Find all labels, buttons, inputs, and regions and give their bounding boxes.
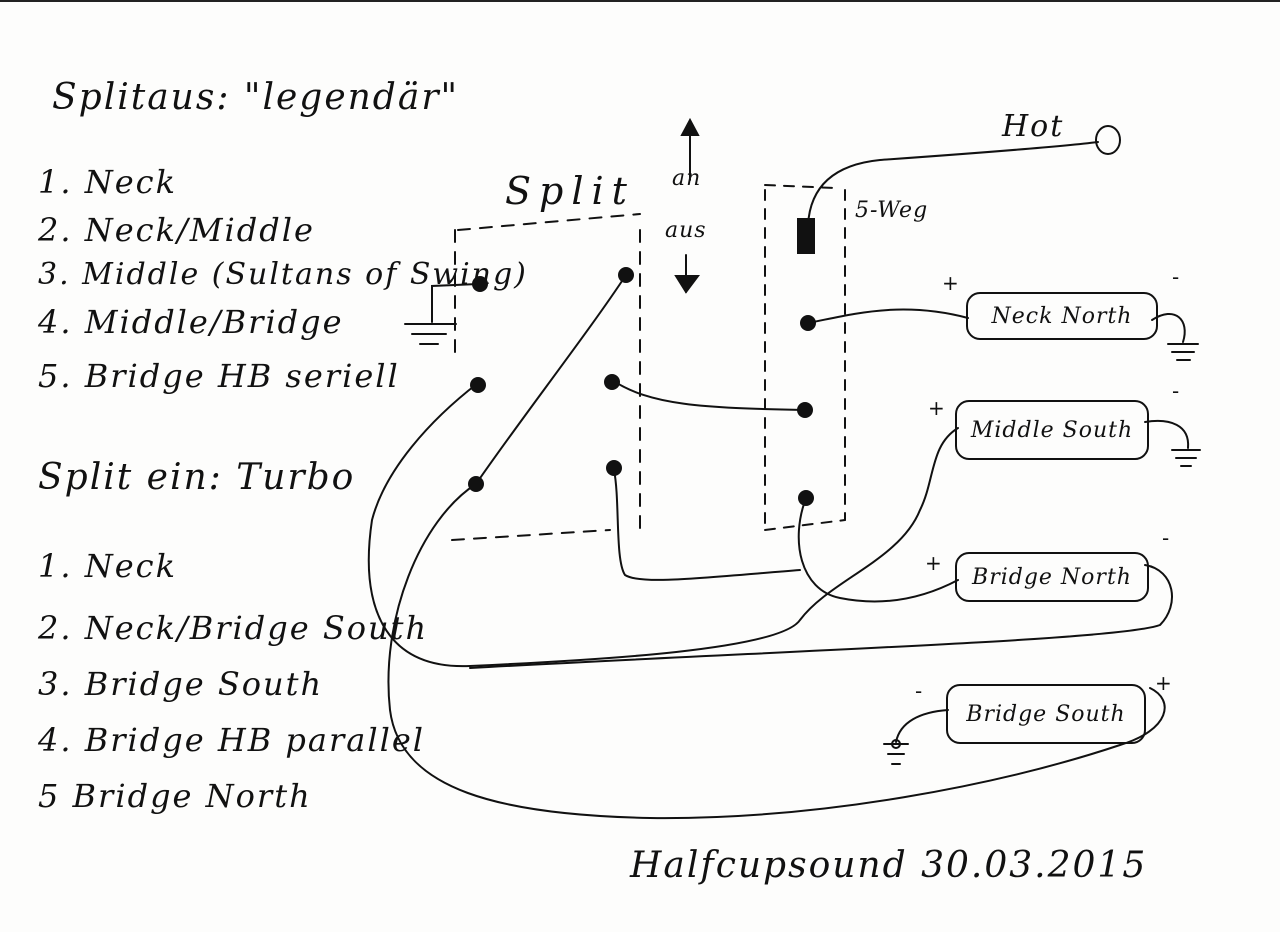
middle-south-plus: +	[928, 396, 945, 420]
pickup-bridge-south: Bridge South	[946, 684, 1146, 744]
bridge-north-minus-wire	[469, 564, 1173, 669]
split-label: Split	[505, 169, 635, 213]
top-edge-line	[0, 0, 1280, 2]
signature: Halfcupsound 30.03.2015	[630, 845, 1148, 886]
split-box-bottom-edge	[451, 529, 611, 541]
middle-south-minus: -	[1172, 379, 1179, 403]
split-bottom-wire	[613, 469, 801, 581]
split-terminal-1	[472, 276, 488, 292]
hot-label: Hot	[1002, 109, 1065, 144]
an-label: an	[672, 166, 702, 191]
neck-north-plus: +	[942, 271, 959, 295]
split-off-item-5: 5. Bridge HB seriell	[38, 357, 400, 395]
switch-terminal-2	[797, 402, 813, 418]
split-diagonal-wire	[475, 274, 627, 485]
neck-north-minus: -	[1172, 265, 1179, 289]
switch-box-top-edge	[764, 184, 836, 189]
an-arrow-head	[680, 117, 700, 136]
split-on-item-2: 2. Neck/Bridge South	[38, 609, 429, 647]
bridge-south-ground-symbol	[883, 743, 909, 765]
neck-north-ground-wire	[1151, 313, 1186, 343]
split-terminal-2	[618, 267, 634, 283]
split-on-item-4: 4. Bridge HB parallel	[38, 721, 425, 759]
bridge-north-wire	[797, 497, 959, 603]
aus-label: aus	[665, 218, 707, 243]
split-off-item-2: 2. Neck/Middle	[38, 211, 315, 249]
split-on-item-3: 3. Bridge South	[38, 665, 324, 703]
aus-arrow-head	[674, 275, 700, 294]
switch-terminal-3	[798, 490, 814, 506]
split-on-item-5: 5 Bridge North	[38, 777, 312, 815]
bridge-south-minus: -	[915, 679, 922, 703]
neck-north-ground-symbol	[1167, 343, 1199, 361]
middle-south-ground-symbol	[1171, 449, 1201, 467]
hot-wire	[807, 141, 1099, 226]
pickup-middle-south: Middle South	[955, 400, 1149, 460]
split-terminal-5	[468, 476, 484, 492]
bridge-north-minus: -	[1162, 526, 1169, 550]
split-on-title: Split ein: Turbo	[38, 457, 356, 498]
split-off-item-4: 4. Middle/Bridge	[38, 303, 344, 341]
split-on-item-1: 1. Neck	[38, 547, 177, 585]
bridge-south-plus-wire	[387, 483, 1166, 820]
split-terminal-3	[470, 377, 486, 393]
hot-terminal	[1095, 125, 1121, 155]
split-ground-symbol	[404, 323, 457, 345]
switch-common-terminal	[797, 218, 815, 254]
neck-north-wire	[807, 308, 969, 324]
split-box-top-edge	[457, 213, 641, 231]
bridge-south-plus: +	[1155, 671, 1172, 695]
split-to-switch-wire	[611, 379, 806, 411]
middle-south-ground-wire	[1144, 420, 1190, 449]
switch-label: 5-Weg	[855, 198, 929, 223]
bridge-south-ground-wire	[895, 709, 949, 743]
split-terminal-4	[604, 374, 620, 390]
split-off-item-1: 1. Neck	[38, 163, 177, 201]
pickup-bridge-north: Bridge North	[955, 552, 1149, 602]
switch-terminal-1	[800, 315, 816, 331]
pickup-neck-north: Neck North	[966, 292, 1158, 340]
split-terminal-6	[606, 460, 622, 476]
split-off-title: Splitaus: "legendär"	[52, 77, 460, 118]
split-ground-wire	[431, 283, 479, 323]
bridge-south-ground-node	[891, 739, 901, 749]
middle-south-plus-wire	[367, 382, 959, 668]
switch-box-bottom-edge	[764, 519, 846, 531]
bridge-north-plus: +	[925, 551, 942, 575]
